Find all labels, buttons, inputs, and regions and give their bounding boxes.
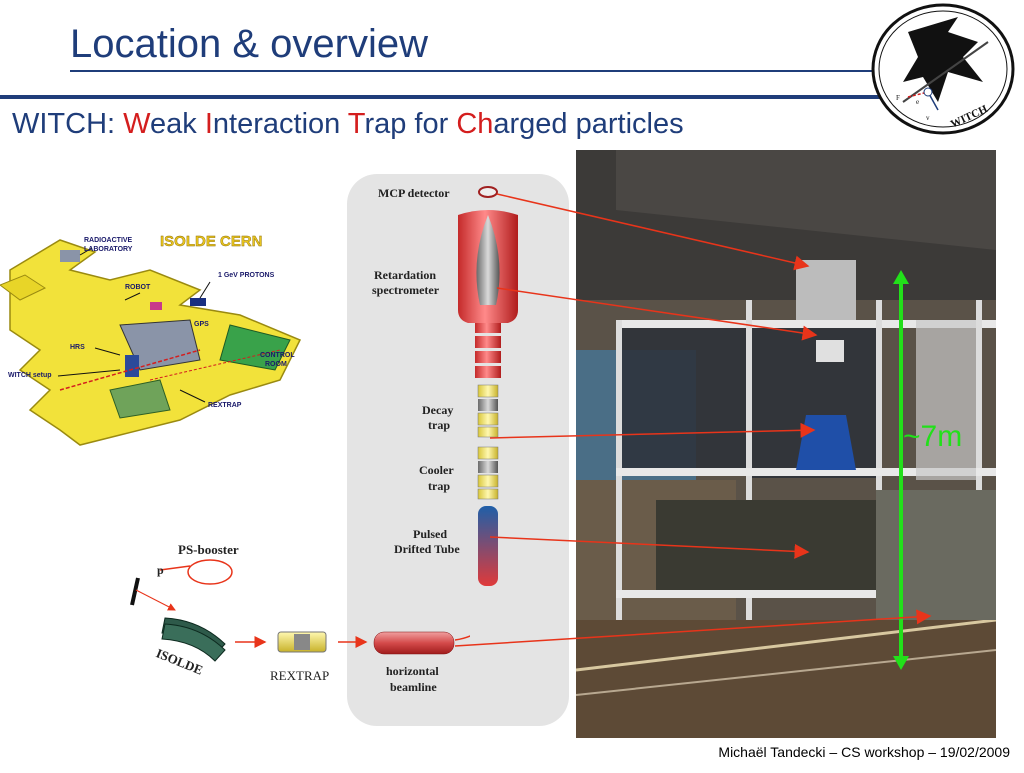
isolde-map: ISOLDE CERN RADIOACTIVE LABORATORY ROBOT…	[0, 230, 320, 460]
map-label-protons: 1 GeV PROTONS	[218, 272, 275, 279]
map-label-radioactive-1: RADIOACTIVE	[84, 237, 133, 244]
subtitle-prefix: WITCH:	[12, 108, 124, 140]
logo-letter-v: v	[926, 114, 930, 122]
slide-subtitle: WITCH: Weak Interaction Trap for Charged…	[12, 108, 684, 141]
label-pulsed-2: Drifted Tube	[394, 542, 460, 556]
slide-title: Location & overview	[70, 22, 428, 66]
subtitle-rest-i: nteraction	[212, 108, 348, 140]
map-label-control-2: ROOM	[265, 361, 287, 368]
witch-logo: WITCH F e v	[868, 2, 1018, 136]
title-rule-bottom	[0, 95, 880, 99]
title-rule-top	[70, 70, 872, 72]
map-label-witch-setup: WITCH setup	[8, 372, 52, 379]
subtitle-rest-ch: arged particles	[493, 108, 684, 140]
subtitle-rest-t: rap for	[364, 108, 457, 140]
height-indicator	[888, 270, 918, 670]
subtitle-hl-i: I	[204, 108, 213, 140]
map-label-hrs: HRS	[70, 344, 85, 351]
isolde-cern-title: ISOLDE CERN	[160, 233, 263, 250]
label-cooler-2: trap	[428, 479, 450, 493]
subtitle-hl-w: W	[123, 108, 151, 140]
map-label-control-1: CONTROL	[260, 352, 295, 359]
slide-footer: Michaël Tandecki – CS workshop – 19/02/2…	[718, 744, 1010, 760]
height-label: ~7m	[903, 420, 963, 453]
map-label-rextrap: REXTRAP	[208, 402, 242, 409]
label-retardation-2: spectrometer	[372, 283, 440, 297]
subtitle-hl-ch: Ch	[456, 108, 494, 140]
map-label-gps: GPS	[194, 321, 209, 328]
label-beamline-2: beamline	[390, 680, 437, 694]
beam-path-diagram	[120, 540, 489, 690]
label-pulsed-1: Pulsed	[413, 527, 448, 541]
map-label-robot: ROBOT	[125, 284, 151, 291]
map-label-radioactive-2: LABORATORY	[84, 246, 133, 253]
label-rextrap: REXTRAP	[270, 668, 330, 683]
label-decay-2: trap	[428, 418, 450, 432]
logo-letter-f: F	[896, 94, 900, 102]
label-cooler-1: Cooler	[419, 463, 454, 477]
logo-letter-e: e	[916, 98, 919, 106]
label-retardation-1: Retardation	[374, 268, 436, 282]
label-proton: p	[157, 563, 164, 577]
subtitle-hl-t: T	[347, 108, 365, 140]
label-beamline-1: horizontal	[386, 664, 439, 678]
label-decay-1: Decay	[422, 403, 454, 417]
subtitle-rest-w: eak	[150, 108, 205, 140]
label-mcp-detector: MCP detector	[378, 186, 450, 200]
label-ps-booster: PS-booster	[178, 542, 239, 557]
